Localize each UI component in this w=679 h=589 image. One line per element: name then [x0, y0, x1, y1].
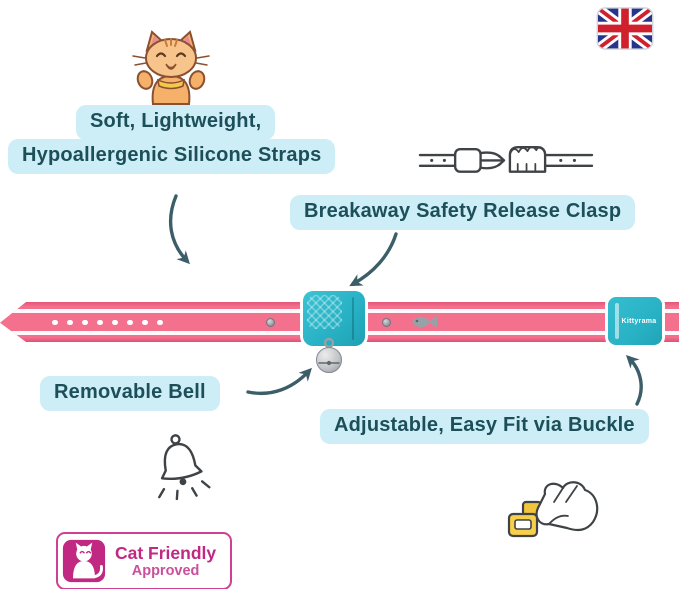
strap-hole — [67, 320, 73, 325]
arrow-to-buckle — [625, 354, 643, 406]
straps-label-line2: Hypoallergenic Silicone Straps — [8, 139, 336, 174]
strap-hole — [157, 320, 163, 325]
hand-adjusting-buckle-illustration — [507, 481, 599, 538]
buckle-label: Adjustable, Easy Fit via Buckle — [320, 409, 649, 444]
adjuster-buckle: Kittyrama — [608, 297, 662, 345]
strap-hole — [52, 320, 58, 325]
fish-charm-graphic — [412, 316, 437, 328]
straps-label-line1: Soft, Lightweight, — [76, 105, 276, 140]
badge-subtitle: Approved — [131, 562, 200, 579]
cat-friendly-badge: Cat Friendly Approved — [56, 532, 233, 589]
uk-flag-icon — [596, 7, 654, 50]
cat-illustration — [132, 30, 210, 105]
strap-hole — [142, 320, 148, 325]
bell-illustration — [158, 434, 211, 500]
bell-label: Removable Bell — [40, 376, 220, 411]
buckle-brand-text: Kittyrama — [621, 317, 657, 325]
bell-charm — [314, 336, 344, 379]
badge-title: Cat Friendly — [115, 542, 217, 563]
bell-charm-graphic — [316, 337, 342, 373]
fish-charm — [409, 312, 439, 337]
strap-hole — [97, 320, 103, 325]
rivet-stud — [382, 318, 391, 327]
arrow-to-strap — [168, 194, 190, 265]
clasp-label: Breakaway Safety Release Clasp — [290, 195, 636, 230]
strap-hole — [82, 320, 88, 325]
rivet-stud — [266, 318, 275, 327]
breakaway-clasp — [303, 291, 365, 346]
arrow-to-bell — [246, 367, 312, 396]
cat-friendly-approved-logo — [62, 539, 106, 583]
arrow-to-clasp — [349, 232, 398, 287]
breakaway-clasp-illustration — [418, 146, 594, 173]
strap-hole — [127, 320, 133, 325]
strap-hole — [112, 320, 118, 325]
